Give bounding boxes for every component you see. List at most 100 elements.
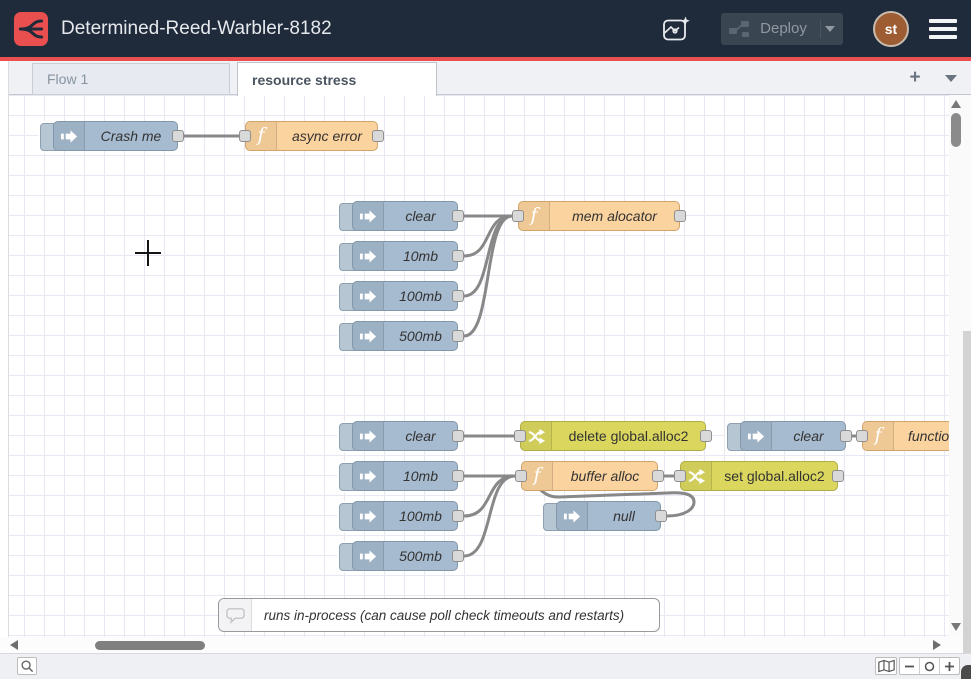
comment-icon bbox=[219, 599, 252, 631]
node-body: 500mb bbox=[352, 541, 458, 571]
sidebar-edge-strip bbox=[963, 331, 971, 653]
zoom-in-button[interactable] bbox=[939, 658, 959, 674]
deploy-options-button[interactable] bbox=[825, 26, 835, 32]
input-port[interactable] bbox=[239, 130, 251, 142]
inject-icon bbox=[353, 542, 384, 570]
tab-resource-stress[interactable]: resource stress bbox=[237, 62, 437, 96]
zoom-reset-button[interactable] bbox=[919, 658, 939, 674]
input-port[interactable] bbox=[674, 470, 686, 482]
flow-node-10mb-2[interactable]: 10mb bbox=[352, 461, 458, 491]
node-body: set global.alloc2 bbox=[680, 461, 838, 491]
inject-icon bbox=[353, 462, 384, 490]
tab-flow-1[interactable]: Flow 1 bbox=[32, 63, 230, 95]
node-body: delete global.alloc2 bbox=[520, 421, 706, 451]
output-port[interactable] bbox=[372, 130, 384, 142]
deploy-button[interactable]: Deploy bbox=[721, 13, 843, 45]
flow-node-delete-alloc2[interactable]: delete global.alloc2 bbox=[520, 421, 706, 451]
flow-node-500mb-2[interactable]: 500mb bbox=[352, 541, 458, 571]
deploy-nodes-icon bbox=[729, 20, 749, 38]
node-label: set global.alloc2 bbox=[712, 462, 837, 490]
flow-list-chevron-icon[interactable] bbox=[945, 75, 957, 82]
flow-node-null-inject[interactable]: null bbox=[556, 501, 661, 531]
header-actions: Deploy st bbox=[659, 11, 957, 47]
navigator-toggle-button[interactable] bbox=[875, 657, 897, 675]
flow-node-async-error[interactable]: fasync error bbox=[245, 121, 378, 151]
vertical-scroll-thumb[interactable] bbox=[951, 113, 961, 147]
node-label: Crash me bbox=[85, 122, 177, 150]
output-port[interactable] bbox=[674, 210, 686, 222]
inject-icon bbox=[353, 282, 384, 310]
add-flow-button[interactable]: + bbox=[901, 66, 929, 90]
output-port[interactable] bbox=[452, 470, 464, 482]
node-body: Crash me bbox=[53, 121, 178, 151]
node-body: clear bbox=[740, 421, 846, 451]
output-port[interactable] bbox=[452, 330, 464, 342]
output-port[interactable] bbox=[840, 430, 852, 442]
flow-node-clear-3[interactable]: clear bbox=[740, 421, 846, 451]
navigator-map-icon bbox=[878, 659, 895, 673]
node-label: clear bbox=[384, 422, 457, 450]
inject-icon bbox=[54, 122, 85, 150]
deploy-divider bbox=[820, 20, 821, 38]
node-body: fasync error bbox=[245, 121, 378, 151]
flowfuse-logo[interactable] bbox=[14, 12, 48, 46]
scroll-right-arrow-icon[interactable] bbox=[933, 640, 941, 650]
instance-title: Determined-Reed-Warbler-8182 bbox=[61, 18, 332, 40]
flow-node-set-alloc2[interactable]: set global.alloc2 bbox=[680, 461, 838, 491]
inject-icon bbox=[353, 202, 384, 230]
user-avatar[interactable]: st bbox=[873, 11, 909, 47]
footer-bar bbox=[0, 653, 971, 679]
flow-node-500mb-1[interactable]: 500mb bbox=[352, 321, 458, 351]
scroll-up-arrow-icon[interactable] bbox=[951, 100, 961, 108]
flow-node-100mb-1[interactable]: 100mb bbox=[352, 281, 458, 311]
output-port[interactable] bbox=[452, 510, 464, 522]
flow-node-mem-alocator[interactable]: fmem alocator bbox=[518, 201, 680, 231]
output-port[interactable] bbox=[452, 250, 464, 262]
input-port[interactable] bbox=[515, 470, 527, 482]
flow-node-crash-me[interactable]: Crash me bbox=[53, 121, 178, 151]
node-label: mem alocator bbox=[550, 202, 679, 230]
input-port[interactable] bbox=[856, 430, 868, 442]
output-port[interactable] bbox=[172, 130, 184, 142]
node-body: clear bbox=[352, 421, 458, 451]
flow-node-clear-1[interactable]: clear bbox=[352, 201, 458, 231]
flow-tab-bar: Flow 1 resource stress + bbox=[0, 61, 971, 95]
flow-canvas[interactable]: runs in-process (can cause poll check ti… bbox=[0, 95, 971, 637]
tab-label: resource stress bbox=[252, 72, 356, 88]
scroll-down-arrow-icon[interactable] bbox=[951, 623, 961, 631]
input-port[interactable] bbox=[512, 210, 524, 222]
wires-layer bbox=[0, 95, 971, 637]
output-port[interactable] bbox=[832, 470, 844, 482]
node-label: 10mb bbox=[384, 242, 457, 270]
output-port[interactable] bbox=[700, 430, 712, 442]
output-port[interactable] bbox=[652, 470, 664, 482]
output-port[interactable] bbox=[452, 290, 464, 302]
node-body: fmem alocator bbox=[518, 201, 680, 231]
flow-node-clear-2[interactable]: clear bbox=[352, 421, 458, 451]
deploy-label: Deploy bbox=[749, 20, 818, 37]
output-port[interactable] bbox=[452, 430, 464, 442]
inject-icon bbox=[353, 242, 384, 270]
assistant-button[interactable] bbox=[659, 12, 693, 46]
flow-node-buffer-alloc[interactable]: fbuffer alloc bbox=[521, 461, 658, 491]
comment-node[interactable]: runs in-process (can cause poll check ti… bbox=[218, 598, 660, 632]
node-label: 10mb bbox=[384, 462, 457, 490]
flow-node-100mb-2[interactable]: 100mb bbox=[352, 501, 458, 531]
horizontal-scrollbar[interactable] bbox=[0, 637, 971, 653]
node-body: 10mb bbox=[352, 461, 458, 491]
output-port[interactable] bbox=[452, 550, 464, 562]
flow-node-10mb-1[interactable]: 10mb bbox=[352, 241, 458, 271]
output-port[interactable] bbox=[655, 510, 667, 522]
main-menu-button[interactable] bbox=[929, 15, 957, 43]
input-port[interactable] bbox=[514, 430, 526, 442]
palette-collapsed-strip bbox=[0, 61, 9, 653]
output-port[interactable] bbox=[452, 210, 464, 222]
search-flows-button[interactable] bbox=[17, 657, 37, 675]
zoom-controls bbox=[899, 657, 960, 675]
node-body: null bbox=[556, 501, 661, 531]
wire[interactable] bbox=[464, 476, 515, 516]
scroll-left-arrow-icon[interactable] bbox=[10, 640, 18, 650]
zoom-out-button[interactable] bbox=[900, 658, 919, 674]
horizontal-scroll-thumb[interactable] bbox=[95, 641, 205, 650]
